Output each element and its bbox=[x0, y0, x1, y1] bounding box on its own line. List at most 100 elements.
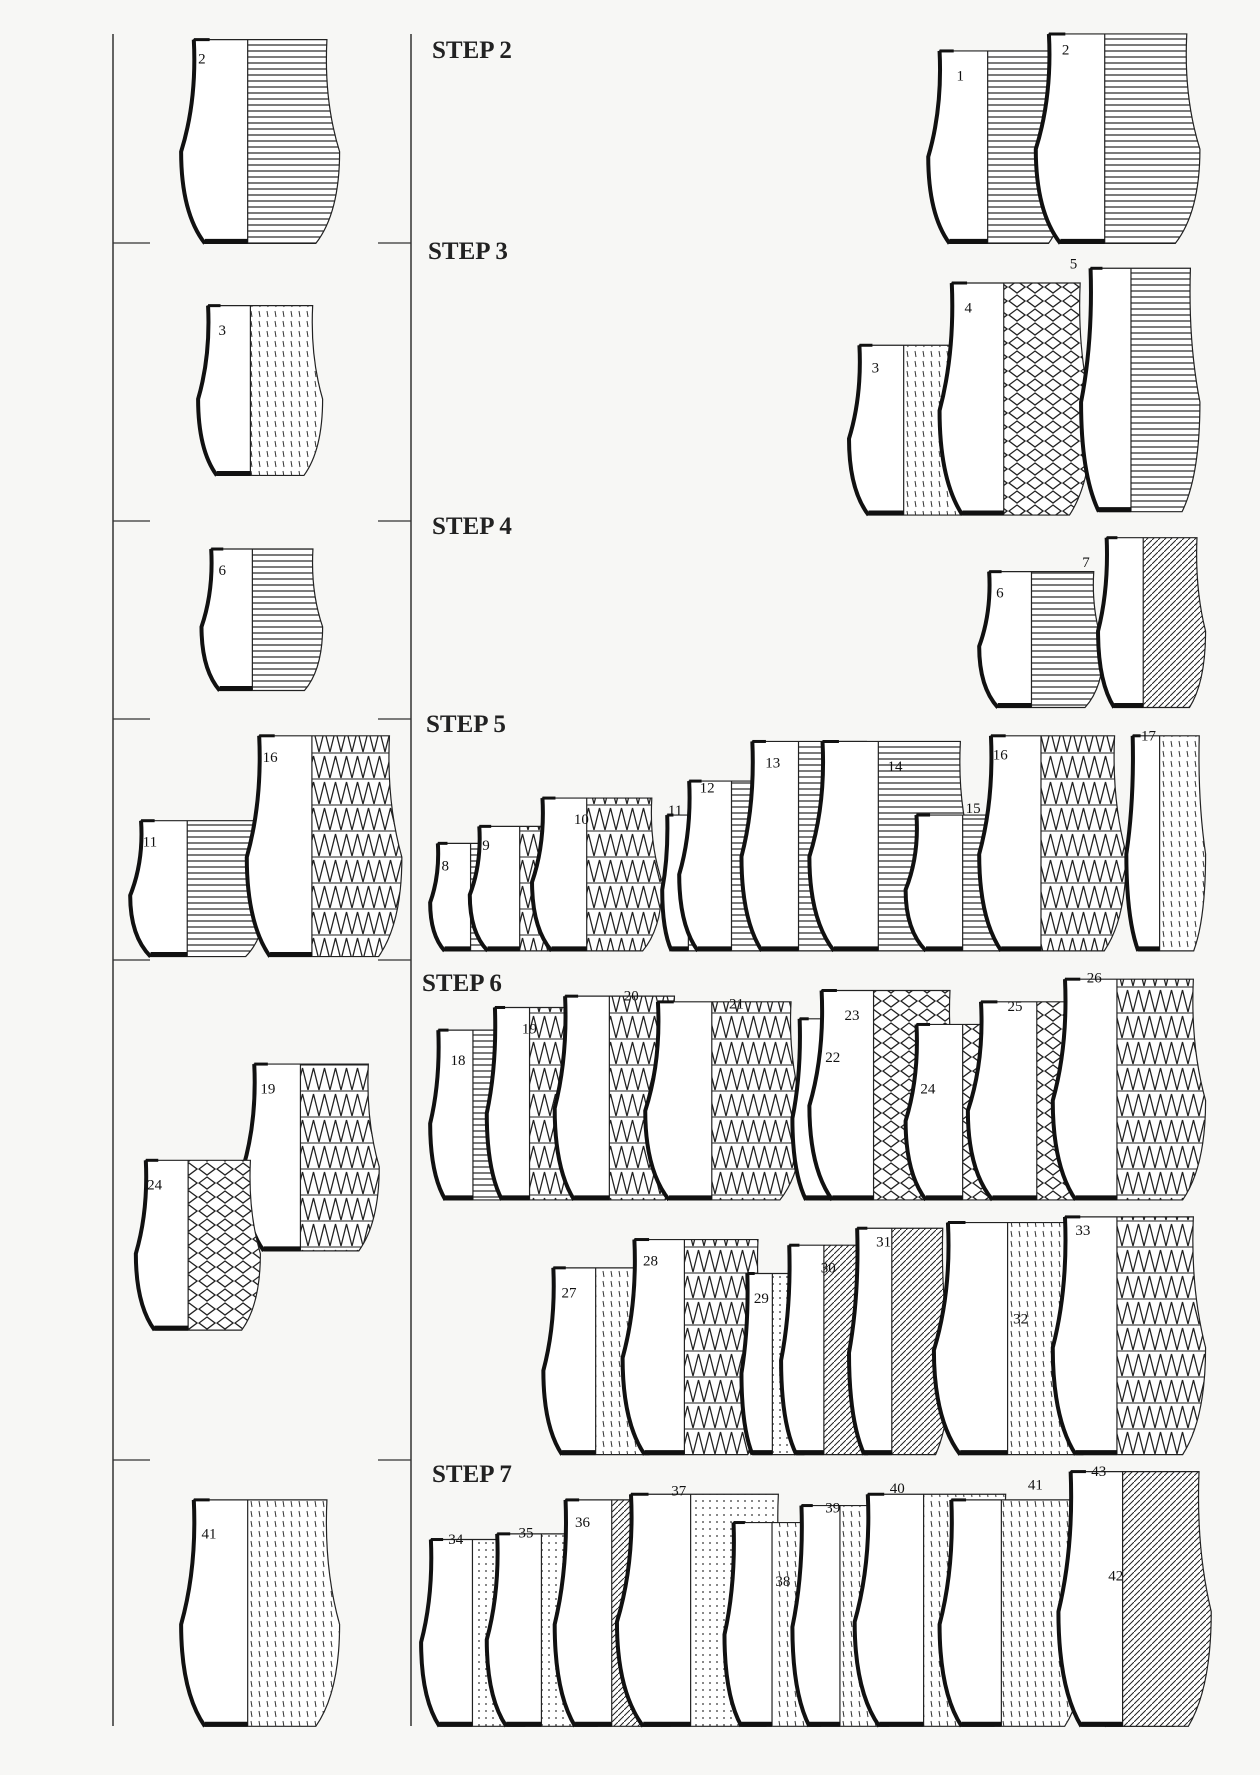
pot-profile-section bbox=[1050, 1216, 1078, 1456]
pot-profile-section bbox=[1096, 537, 1116, 709]
pot-number: 41 bbox=[201, 1526, 216, 1542]
pot-number: 29 bbox=[754, 1291, 769, 1307]
pot-profile-section bbox=[903, 814, 928, 953]
pot-number: 22 bbox=[825, 1050, 840, 1066]
pot-profile-section bbox=[179, 1499, 207, 1728]
pot-number: 26 bbox=[1087, 971, 1103, 987]
pot-profile-section bbox=[977, 571, 1000, 709]
pot-drawing bbox=[1050, 977, 1207, 1202]
pot-number: 10 bbox=[574, 812, 589, 828]
pot-profile-section bbox=[677, 780, 700, 953]
pot-number: 18 bbox=[451, 1053, 466, 1069]
pot-number: 21 bbox=[729, 997, 744, 1013]
pot-profile-section bbox=[977, 735, 1003, 953]
pot-drawing bbox=[1033, 32, 1201, 245]
pot-number: 11 bbox=[143, 835, 157, 851]
pot-number: 37 bbox=[671, 1483, 687, 1499]
pot-profile-section bbox=[620, 1239, 647, 1456]
pot-profile-section bbox=[128, 820, 153, 958]
pot-number: 23 bbox=[844, 1008, 859, 1024]
pot-drawing bbox=[179, 1498, 341, 1728]
pot-drawing bbox=[1050, 1215, 1207, 1456]
pot-number: 36 bbox=[575, 1515, 591, 1531]
pot-profile-section bbox=[739, 741, 764, 952]
pot-profile-section bbox=[931, 1222, 962, 1456]
pot-number: 8 bbox=[441, 859, 449, 875]
pot-profile-section bbox=[790, 1505, 812, 1728]
pot-profile-section bbox=[852, 1494, 881, 1728]
pot-number: 34 bbox=[448, 1532, 464, 1548]
pot-number: 15 bbox=[966, 801, 981, 817]
pot-profile-section bbox=[1124, 735, 1141, 952]
pot-number: 16 bbox=[263, 750, 279, 766]
pot-profile-section bbox=[660, 814, 674, 952]
column-frame bbox=[112, 34, 412, 1726]
pot-profile-section bbox=[484, 1007, 504, 1201]
pot-number: 30 bbox=[821, 1260, 836, 1276]
pot-drawing bbox=[1079, 266, 1201, 513]
pot-number: 31 bbox=[876, 1234, 891, 1250]
pot-number: 14 bbox=[887, 759, 903, 775]
pot-number: 43 bbox=[1091, 1464, 1106, 1480]
pot-profile-section bbox=[419, 1539, 442, 1728]
pot-profile-section bbox=[779, 1245, 799, 1456]
step-label: STEP 6 bbox=[422, 970, 502, 997]
pot-drawing bbox=[244, 734, 403, 958]
pot-profile-section bbox=[614, 1494, 645, 1728]
pot-number: 19 bbox=[260, 1082, 275, 1098]
pot-profile-section bbox=[722, 1522, 744, 1728]
pot-profile-section bbox=[196, 305, 219, 477]
pot-profile-section bbox=[846, 1228, 867, 1456]
pot-number: 3 bbox=[872, 360, 880, 376]
pot-number: 38 bbox=[775, 1574, 790, 1590]
pot-drawing bbox=[1056, 1470, 1212, 1728]
pot-drawing bbox=[196, 304, 324, 477]
pot-profile-section bbox=[552, 996, 576, 1201]
pot-profile-section bbox=[428, 1030, 448, 1201]
pot-drawing bbox=[937, 281, 1093, 517]
pot-profile-section bbox=[739, 1273, 755, 1456]
pot-number: 9 bbox=[482, 838, 490, 854]
pots bbox=[128, 32, 1212, 1728]
pot-profile-section bbox=[937, 282, 965, 517]
pot-drawing bbox=[977, 570, 1105, 709]
pot-number: 19 bbox=[522, 1022, 537, 1038]
pot-profile-section bbox=[484, 1533, 508, 1728]
pot-number: 41 bbox=[1028, 1478, 1043, 1494]
pot-number: 5 bbox=[1070, 256, 1078, 272]
pot-profile-section bbox=[428, 843, 447, 953]
step-label: STEP 7 bbox=[432, 1461, 512, 1488]
pot-number: 24 bbox=[920, 1082, 936, 1098]
pot-profile-section bbox=[1050, 979, 1078, 1202]
pot-profile-section bbox=[1033, 33, 1062, 245]
pot-number: 28 bbox=[643, 1254, 658, 1270]
pot-number: 24 bbox=[147, 1178, 163, 1194]
pot-profile-section bbox=[541, 1267, 564, 1456]
pot-profile-section bbox=[807, 990, 834, 1202]
pot-drawing bbox=[128, 819, 267, 958]
pot-number: 3 bbox=[218, 323, 226, 339]
pot-drawing bbox=[977, 734, 1127, 953]
pot-profile-section bbox=[643, 1001, 671, 1202]
pot-profile-section bbox=[467, 826, 490, 953]
pot-drawing bbox=[133, 1158, 261, 1332]
pot-number: 11 bbox=[668, 803, 682, 819]
pot-number: 42 bbox=[1108, 1568, 1123, 1584]
pot-number: 1 bbox=[957, 68, 965, 84]
step-label: STEP 5 bbox=[426, 711, 506, 738]
pot-number: 7 bbox=[1082, 555, 1090, 571]
pot-number: 40 bbox=[890, 1481, 905, 1497]
pot-profile-section bbox=[937, 1499, 964, 1728]
pot-profile-section bbox=[199, 548, 222, 692]
pot-profile-section bbox=[530, 797, 554, 953]
pot-profile-section bbox=[903, 1024, 928, 1202]
pot-number: 6 bbox=[218, 563, 226, 579]
pot-drawing bbox=[1096, 536, 1207, 709]
pot-drawing bbox=[199, 547, 324, 692]
pot-number: 4 bbox=[964, 300, 972, 316]
pot-profile-section bbox=[179, 39, 207, 245]
pot-drawing bbox=[530, 796, 663, 953]
